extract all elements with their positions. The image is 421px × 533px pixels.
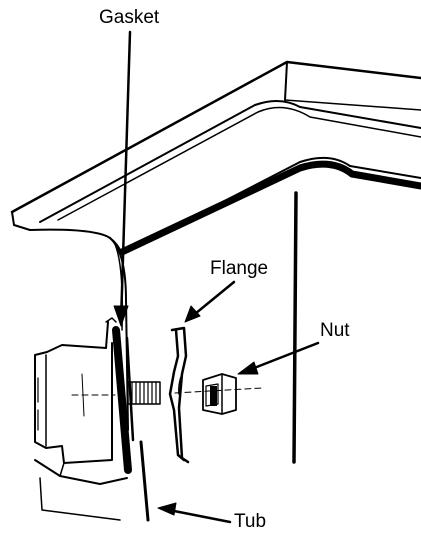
bolt-centerline — [71, 387, 263, 396]
threaded-stud — [127, 381, 161, 405]
leader-nut — [237, 341, 320, 375]
tub-rim — [10, 60, 421, 256]
leader-gasket — [113, 30, 132, 327]
flange-label: Flange — [210, 258, 269, 279]
leader-tub — [157, 502, 232, 524]
housing-centerline — [81, 373, 85, 417]
nut-part — [202, 373, 237, 415]
tub-label: Tub — [234, 511, 267, 532]
leader-flange — [184, 280, 236, 323]
flange-part — [168, 326, 190, 464]
gasket-part — [112, 326, 135, 474]
pump-housing — [34, 317, 128, 521]
gasket-label: Gasket — [99, 7, 160, 28]
nut-label: Nut — [320, 320, 350, 341]
